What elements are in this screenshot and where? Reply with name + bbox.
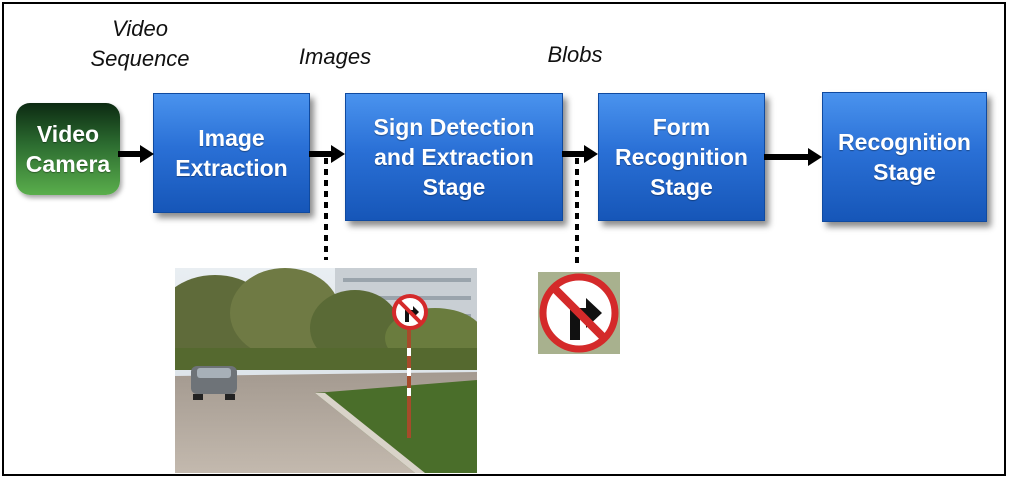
dotted-line-blobs: [575, 158, 579, 268]
form-recognition-line3: Stage: [650, 174, 713, 200]
recognition-stage-line1: Recognition: [838, 129, 971, 155]
arrow-extraction-to-detection: [309, 145, 345, 163]
recognition-stage-line2: Stage: [873, 159, 936, 185]
arrow-camera-to-extraction: [118, 145, 154, 163]
sign-detection-line1: Sign Detection: [373, 114, 535, 140]
sign-detection-box: Sign Detection and Extraction Stage: [345, 93, 563, 221]
label-blobs: Blobs: [547, 42, 603, 67]
video-camera-box: Video Camera: [16, 103, 120, 195]
image-extraction-box: Image Extraction: [153, 93, 310, 213]
diagram-frame: [2, 2, 1006, 476]
label-images: Images: [298, 44, 372, 69]
form-recognition-box: Form Recognition Stage: [598, 93, 765, 221]
no-right-turn-sign-blob: [538, 272, 620, 354]
arrow-form-to-recognition: [764, 148, 822, 166]
street-scene-photo: [175, 268, 477, 473]
image-extraction-line1: Image: [198, 125, 265, 151]
form-recognition-line2: Recognition: [615, 144, 748, 170]
label-video-sequence-line1: Video: [112, 16, 168, 41]
video-camera-line1: Video: [36, 121, 100, 147]
arrow-detection-to-form: [562, 145, 598, 163]
form-recognition-line1: Form: [652, 114, 711, 140]
label-video-sequence-line2: Sequence: [90, 46, 190, 71]
sign-detection-line2: and Extraction: [374, 144, 534, 170]
label-video-sequence: Video Sequence: [70, 14, 210, 74]
sign-detection-line3: Stage: [422, 174, 486, 200]
recognition-stage-box: Recognition Stage: [822, 92, 987, 222]
dotted-line-images: [324, 158, 328, 260]
image-extraction-line2: Extraction: [175, 155, 288, 181]
video-camera-line2: Camera: [25, 151, 111, 177]
